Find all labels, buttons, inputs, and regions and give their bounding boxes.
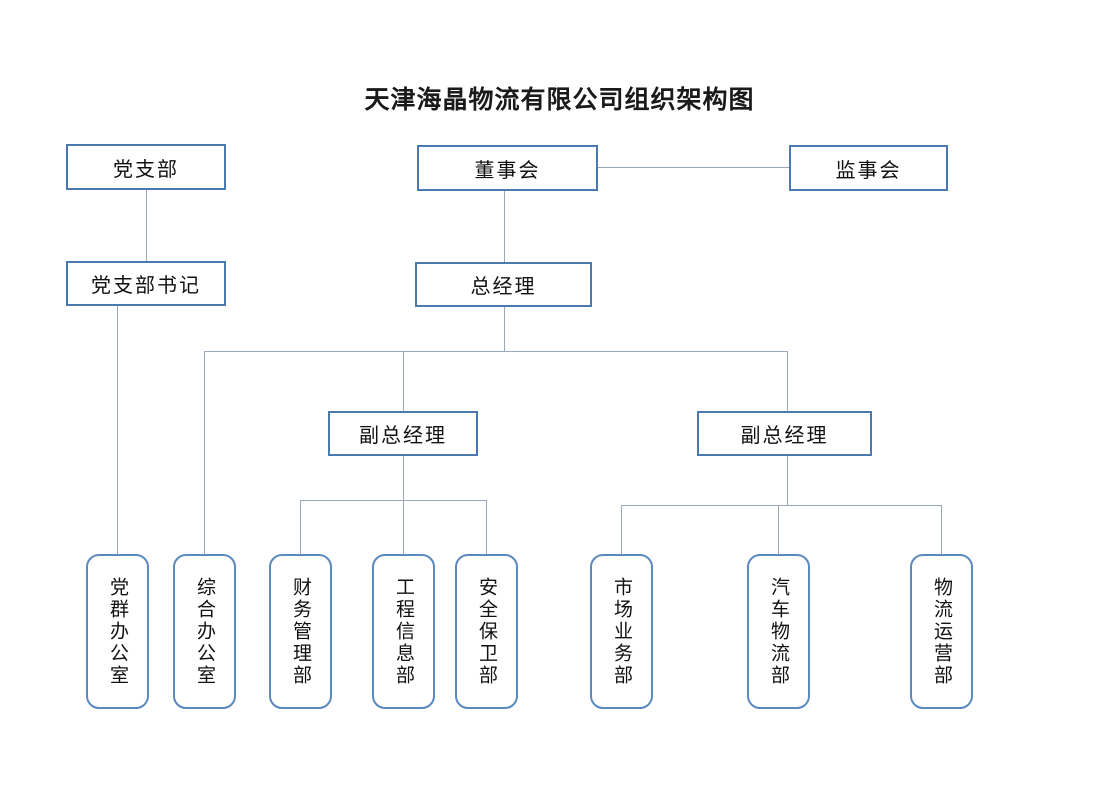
connector-gm-to-deputy-2: [787, 351, 788, 411]
node-logistics-operations-dept-label: 物流运营部: [931, 576, 952, 687]
connector-deputy-2-to-logistics-ops: [941, 505, 942, 554]
node-party-mass-office[interactable]: 党群办公室: [86, 554, 149, 709]
node-party-secretary-label: 党支部书记: [91, 275, 201, 297]
connector-deputy-2-drop: [787, 455, 788, 505]
node-deputy-general-manager-2-label: 副总经理: [740, 425, 829, 447]
connector-gm-bus: [204, 351, 788, 352]
node-deputy-general-manager-1-label: 副总经理: [359, 425, 447, 447]
node-board-of-supervisors-label: 监事会: [835, 159, 902, 182]
node-party-mass-office-label: 党群办公室: [107, 576, 128, 687]
node-market-business-dept[interactable]: 市场业务部: [590, 554, 653, 709]
node-auto-logistics-dept-label: 汽车物流部: [768, 576, 789, 687]
node-party-branch-label: 党支部: [113, 158, 179, 181]
connector-deputy-1-to-finance: [300, 500, 301, 554]
node-deputy-general-manager-1[interactable]: 副总经理: [328, 411, 478, 456]
node-deputy-general-manager-2[interactable]: 副总经理: [697, 411, 872, 456]
connector-board-to-supervisors: [598, 167, 789, 168]
connector-gm-drop: [504, 306, 505, 351]
node-board-of-supervisors[interactable]: 监事会: [789, 145, 948, 191]
connector-deputy-1-to-security: [486, 500, 487, 554]
node-market-business-dept-label: 市场业务部: [611, 576, 632, 687]
node-party-secretary[interactable]: 党支部书记: [66, 261, 226, 306]
node-security-dept[interactable]: 安全保卫部: [455, 554, 518, 709]
connector-gm-to-deputy-1: [403, 351, 404, 411]
node-board-of-directors-label: 董事会: [474, 159, 541, 182]
node-security-dept-label: 安全保卫部: [476, 576, 497, 687]
node-general-manager-label: 总经理: [470, 276, 537, 298]
node-party-branch[interactable]: 党支部: [66, 144, 226, 190]
node-engineering-information-dept-label: 工程信息部: [393, 576, 414, 687]
connector-deputy-2-to-market: [621, 505, 622, 554]
connector-gm-to-general-office: [204, 351, 205, 554]
node-general-office-label: 综合办公室: [194, 576, 215, 687]
page-title: 天津海晶物流有限公司组织架构图: [364, 87, 755, 114]
node-auto-logistics-dept[interactable]: 汽车物流部: [747, 554, 810, 709]
connector-deputy-2-bus: [621, 505, 941, 506]
connector-deputy-1-bus: [300, 500, 486, 501]
node-finance-management-dept-label: 财务管理部: [290, 576, 311, 687]
connector-secretary-to-party-mass-office: [117, 305, 118, 554]
node-general-office[interactable]: 综合办公室: [173, 554, 236, 709]
node-engineering-information-dept[interactable]: 工程信息部: [372, 554, 435, 709]
node-general-manager[interactable]: 总经理: [415, 262, 592, 307]
connector-board-to-general-manager: [504, 190, 505, 262]
connector-party-branch-to-secretary: [146, 189, 147, 261]
connector-deputy-1-drop: [403, 455, 404, 500]
connector-deputy-1-to-engineering: [403, 500, 404, 554]
node-finance-management-dept[interactable]: 财务管理部: [269, 554, 332, 709]
node-board-of-directors[interactable]: 董事会: [417, 145, 598, 191]
node-logistics-operations-dept[interactable]: 物流运营部: [910, 554, 973, 709]
connector-deputy-2-to-auto-logistics: [778, 505, 779, 554]
